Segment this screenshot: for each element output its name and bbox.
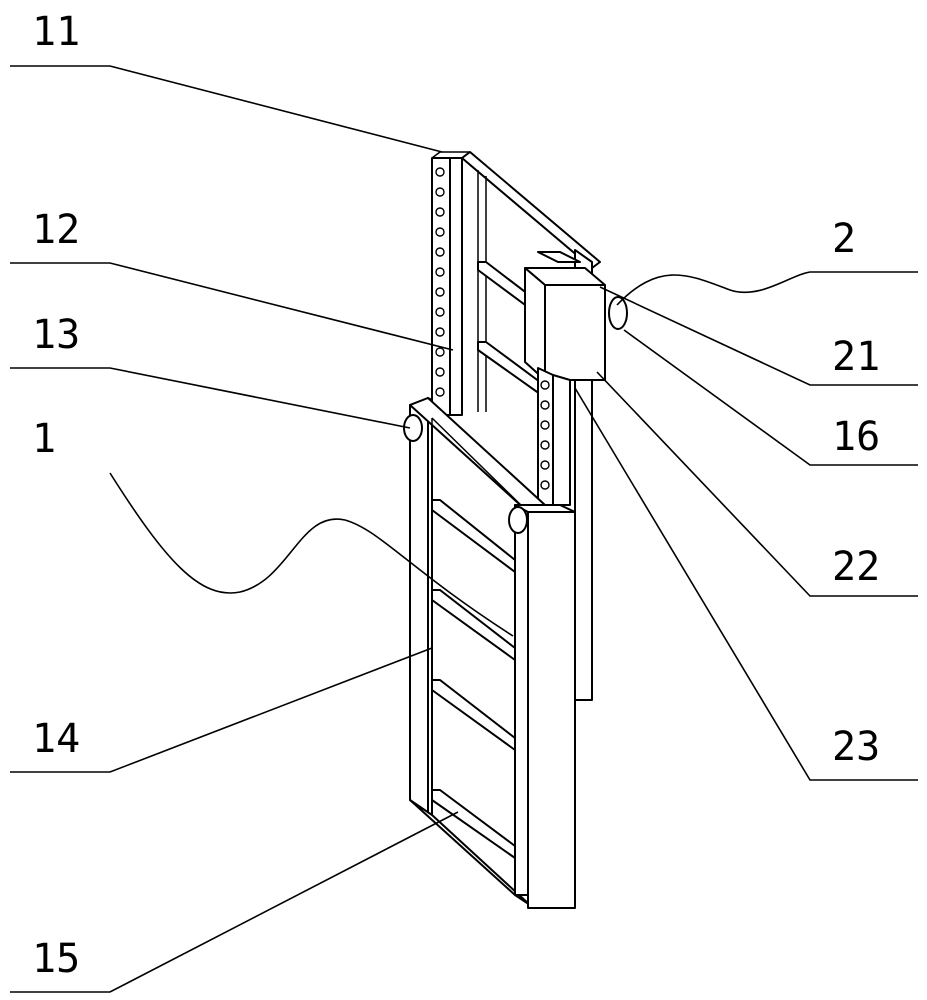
leader-14: [10, 647, 433, 773]
lower-frame: [403, 397, 576, 909]
slider-box: [524, 251, 628, 506]
label-1: 1: [32, 416, 56, 462]
leader-13: [10, 367, 411, 429]
lower-peg-column: [540, 380, 550, 490]
leader-15: [10, 811, 459, 993]
label-12: 12: [32, 207, 80, 253]
label-22: 22: [832, 544, 880, 590]
label-11: 11: [32, 9, 80, 55]
leader-12: [10, 262, 454, 351]
leader-2: [616, 271, 918, 306]
label-23: 23: [832, 724, 880, 770]
leader-21: [599, 286, 918, 386]
leader-23: [574, 387, 918, 781]
leader-11: [10, 65, 443, 153]
leader-1: [109, 472, 514, 637]
label-21: 21: [832, 334, 880, 380]
leader-lines: [10, 65, 918, 993]
label-14: 14: [32, 716, 80, 762]
label-16: 16: [832, 414, 880, 460]
leader-16: [623, 329, 918, 466]
label-15: 15: [32, 936, 80, 982]
labels: 11 12 13 1 14 15 2 21 16 22 23: [32, 9, 880, 982]
leader-22: [596, 371, 918, 597]
upper-peg-column: [435, 167, 445, 397]
label-13: 13: [32, 312, 80, 358]
label-2: 2: [832, 216, 856, 262]
